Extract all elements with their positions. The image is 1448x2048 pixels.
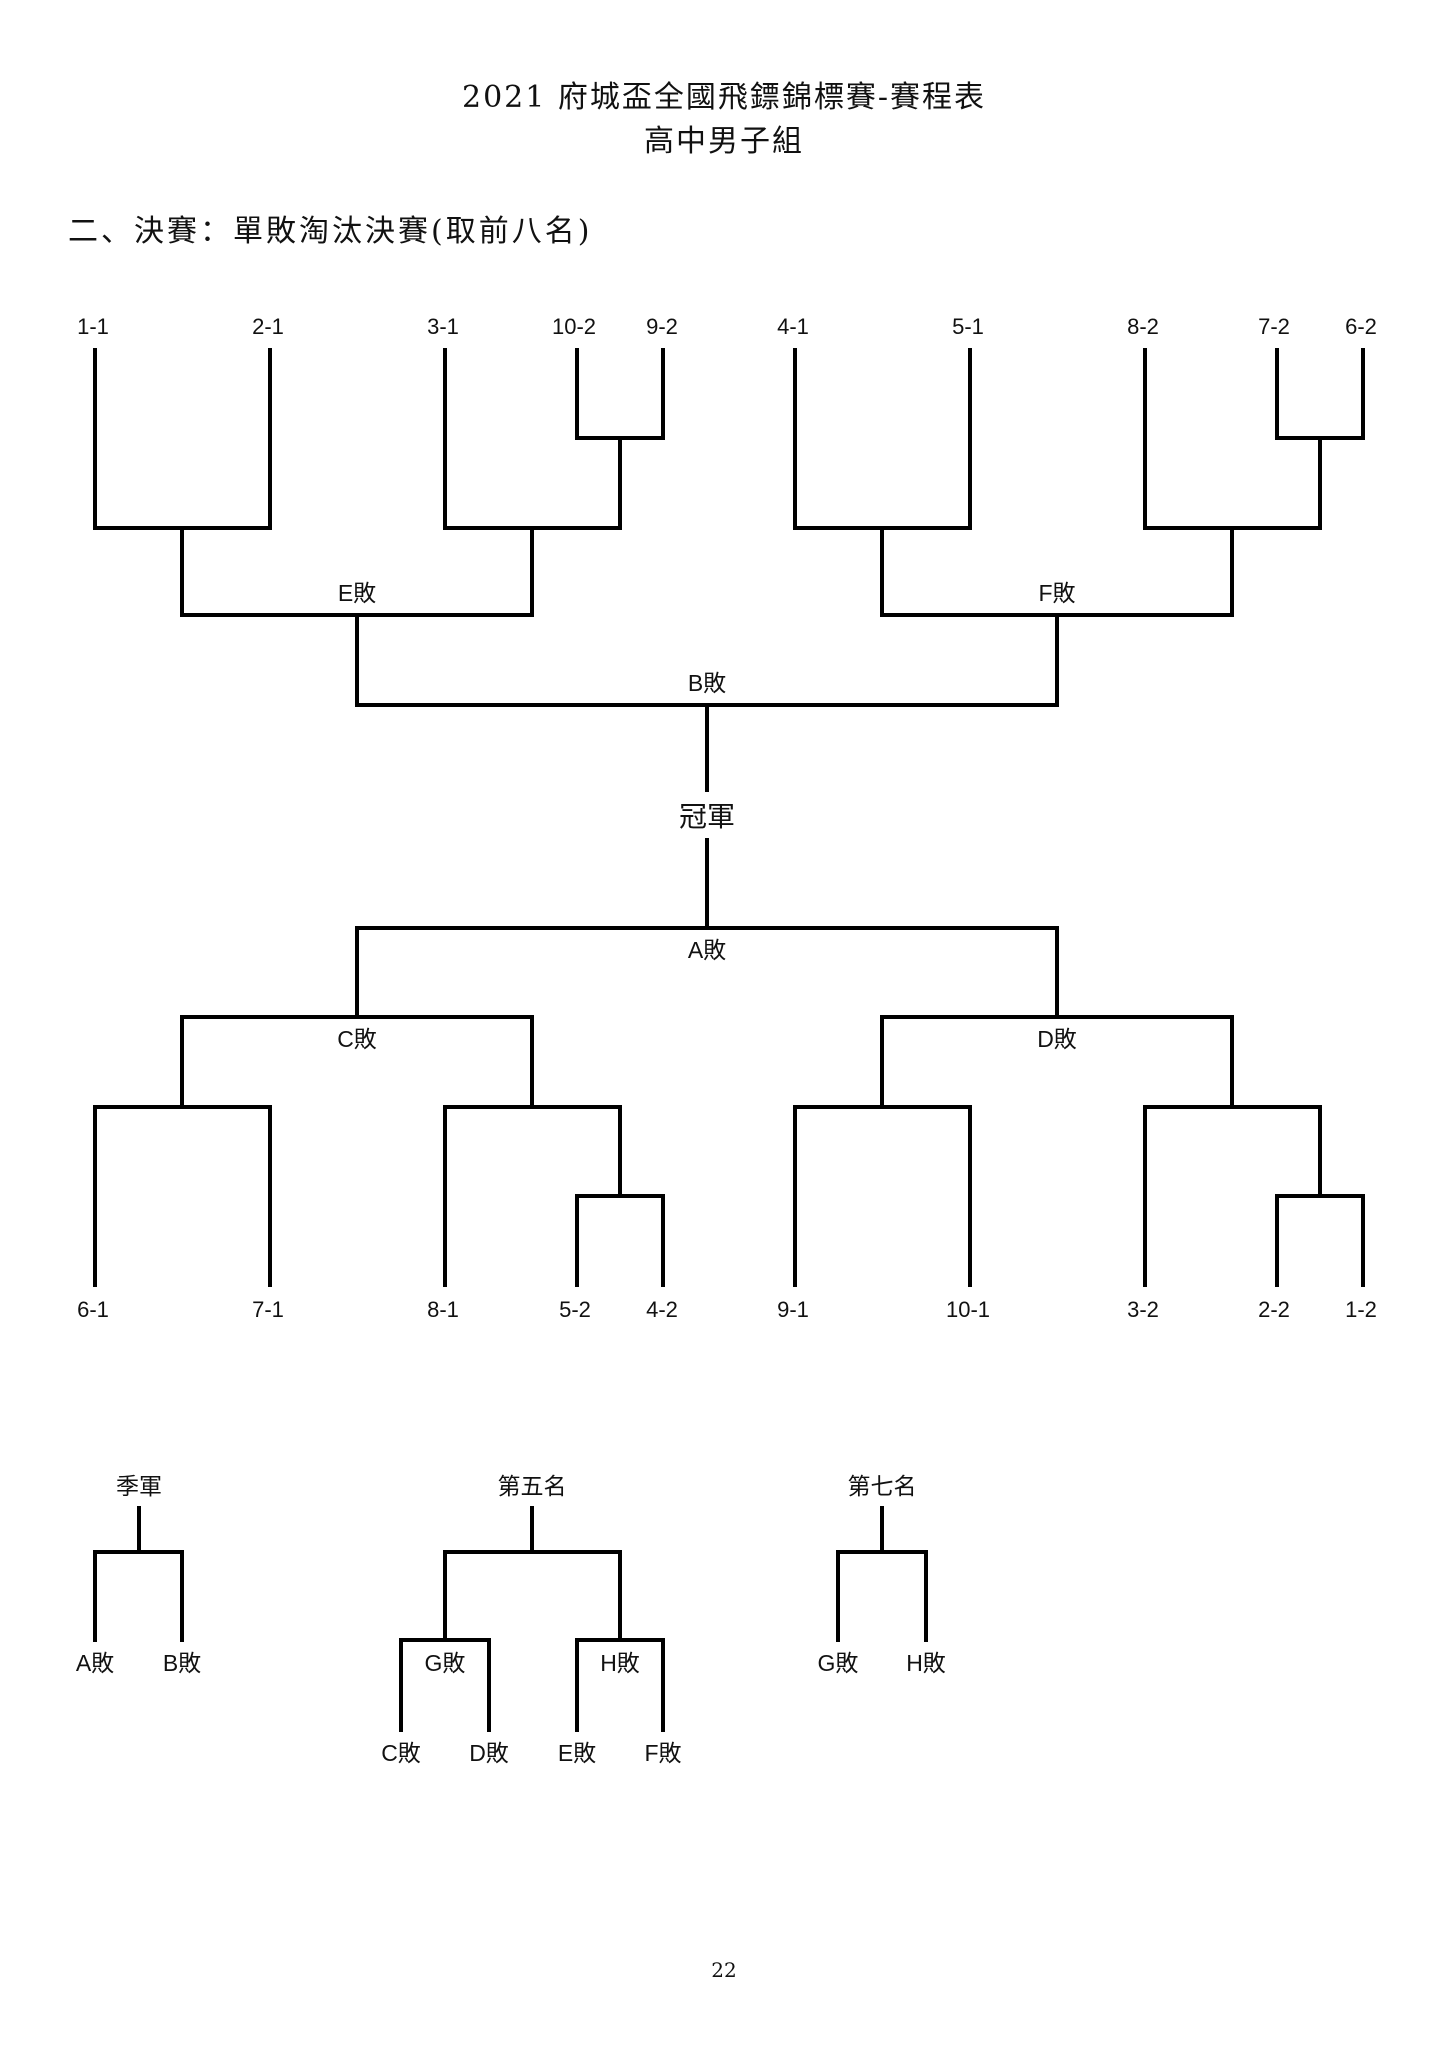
seed-label: B敗 <box>163 1650 201 1676</box>
fifth-place-title: 第五名 <box>498 1473 567 1499</box>
seed-label: 7-2 <box>1258 314 1290 339</box>
page-subtitle: 高中男子組 <box>644 124 804 159</box>
match-label-h: H敗 <box>600 1650 640 1676</box>
seed-label: G敗 <box>818 1650 859 1676</box>
seventh-place-title: 第七名 <box>848 1473 917 1499</box>
seed-label: C敗 <box>381 1740 421 1766</box>
page-title: 2021 府城盃全國飛鏢錦標賽-賽程表 <box>461 80 987 115</box>
lower-bracket: A敗 C敗 D敗 6-1 7-1 8-1 <box>77 838 1377 1322</box>
seed-label: H敗 <box>906 1650 946 1676</box>
seed-label: 7-1 <box>252 1297 284 1322</box>
seed-label: 3-1 <box>427 314 459 339</box>
seed-label: 2-1 <box>252 314 284 339</box>
seed-label: D敗 <box>469 1740 509 1766</box>
seed-label: 9-2 <box>646 314 678 339</box>
seed-label: 5-2 <box>559 1297 591 1322</box>
seed-label: 1-1 <box>77 314 109 339</box>
match-label-c: C敗 <box>337 1026 377 1052</box>
seed-label: F敗 <box>644 1740 681 1766</box>
seed-label: 4-2 <box>646 1297 678 1322</box>
match-label-g: G敗 <box>425 1650 466 1676</box>
section-heading: 二、決賽：單敗淘汰決賽(取前八名) <box>68 214 593 249</box>
seed-label: E敗 <box>558 1740 596 1766</box>
seed-label: 6-1 <box>77 1297 109 1322</box>
fifth-place-bracket: 第五名 G敗 H敗 C敗 D敗 E敗 F敗 <box>381 1473 681 1766</box>
third-place-title: 季軍 <box>116 1473 162 1499</box>
match-label-b: B敗 <box>688 670 726 696</box>
match-label-d: D敗 <box>1037 1026 1077 1052</box>
match-label-f: F敗 <box>1038 580 1075 606</box>
seed-label: 8-2 <box>1127 314 1159 339</box>
seed-label: 1-2 <box>1345 1297 1377 1322</box>
seed-label: 2-2 <box>1258 1297 1290 1322</box>
seed-label: 6-2 <box>1345 314 1377 339</box>
seed-label: 9-1 <box>777 1297 809 1322</box>
seed-label: 10-2 <box>552 314 596 339</box>
page-number: 22 <box>711 1958 737 1982</box>
seventh-place-bracket: 第七名 G敗 H敗 <box>818 1473 946 1676</box>
third-place-bracket: 季軍 A敗 B敗 <box>76 1473 201 1676</box>
upper-bracket: 1-1 2-1 3-1 10-2 9-2 4-1 5-1 8-2 7-2 6-2… <box>77 314 1377 792</box>
match-label-e: E敗 <box>338 580 376 606</box>
seed-label: 4-1 <box>777 314 809 339</box>
match-label-a: A敗 <box>688 937 726 963</box>
seed-label: 3-2 <box>1127 1297 1159 1322</box>
seed-label: 10-1 <box>946 1297 990 1322</box>
seed-label: 8-1 <box>427 1297 459 1322</box>
seed-label: A敗 <box>76 1650 114 1676</box>
champion-label: 冠軍 <box>679 801 735 832</box>
seed-label: 5-1 <box>952 314 984 339</box>
